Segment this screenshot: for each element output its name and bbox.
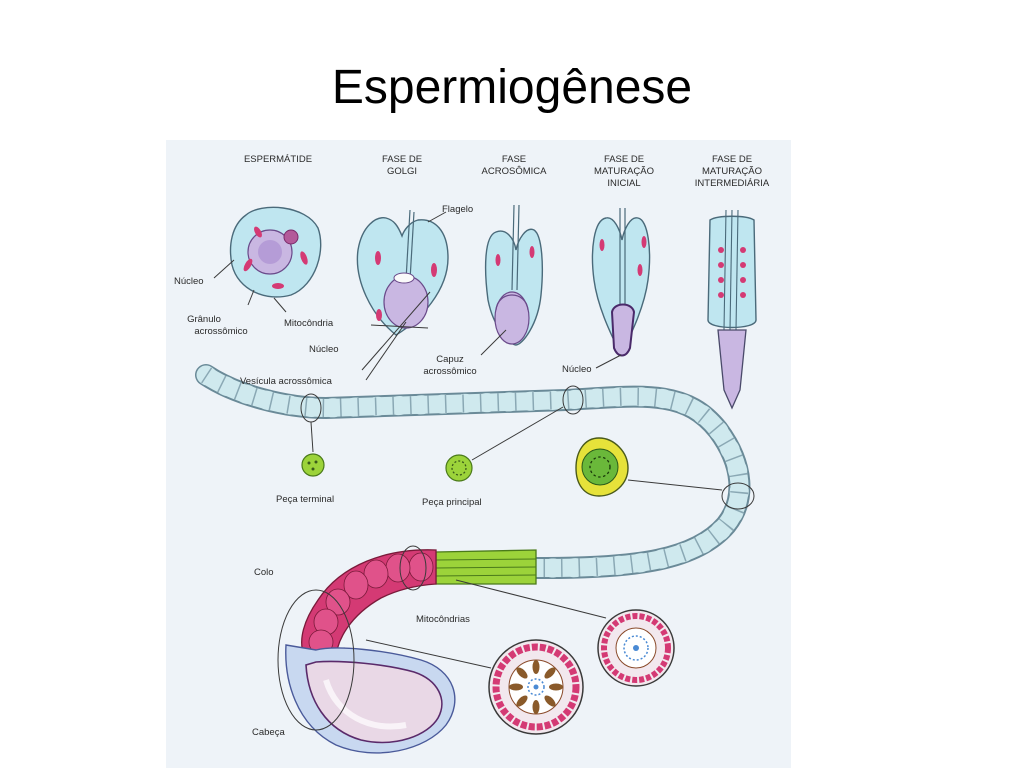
- nucleus: [305, 660, 443, 744]
- svg-text:ACROSÔMICA: ACROSÔMICA: [482, 166, 548, 177]
- nucleus: [610, 303, 636, 357]
- svg-text:Grânulo: Grânulo: [187, 314, 221, 325]
- label-colo: Colo: [254, 567, 274, 578]
- section-terminal: [301, 453, 325, 477]
- section-principal-large: [575, 437, 629, 497]
- header-espermatide: ESPERMÁTIDE: [244, 154, 312, 165]
- header-acrossomica: FASE ACROSÔMICA: [482, 154, 548, 177]
- label-nucleo-3: Núcleo: [562, 364, 592, 375]
- sperm-tail: [195, 364, 751, 579]
- label-vesicula: Vesícula acrossômica: [240, 376, 333, 387]
- nucleus: [494, 291, 530, 345]
- section-midpiece-large: [488, 639, 584, 735]
- svg-text:acrossômico: acrossômico: [194, 326, 247, 337]
- svg-text:FASE DE: FASE DE: [382, 154, 422, 165]
- midpiece: [435, 549, 537, 585]
- svg-text:FASE DE: FASE DE: [712, 154, 752, 165]
- stage-maturacao-intermediaria: [707, 209, 757, 410]
- svg-text:acrossômico: acrossômico: [423, 366, 476, 377]
- slide-title: Espermiogênese: [331, 61, 693, 114]
- stage-maturacao-inicial: [591, 208, 651, 357]
- stage-golgi: [356, 209, 449, 336]
- label-nucleo-1: Núcleo: [174, 276, 204, 287]
- svg-text:INICIAL: INICIAL: [607, 178, 640, 189]
- stage-espermatide: [229, 206, 322, 298]
- acrosomal-granule: [283, 229, 299, 245]
- header-golgi: FASE DE GOLGI: [382, 154, 422, 177]
- label-granulo: Grânulo acrossômico: [187, 314, 248, 337]
- svg-text:GOLGI: GOLGI: [387, 166, 417, 177]
- svg-text:MATURAÇÃO: MATURAÇÃO: [702, 166, 762, 177]
- mitochondrion: [243, 258, 253, 272]
- svg-text:FASE: FASE: [502, 154, 526, 165]
- svg-text:INTERMEDIÁRIA: INTERMEDIÁRIA: [695, 178, 770, 189]
- spermiogenesis-figure: ESPERMÁTIDE FASE DE GOLGI FASE ACROSÔMIC…: [166, 140, 791, 768]
- label-peca-principal: Peça principal: [422, 497, 482, 508]
- label-cabeca: Cabeça: [252, 727, 285, 738]
- acrosomal-vesicle: [393, 272, 415, 284]
- label-flagelo: Flagelo: [442, 204, 473, 215]
- label-nucleo-2: Núcleo: [309, 344, 339, 355]
- section-principal: [445, 454, 473, 482]
- svg-text:FASE DE: FASE DE: [604, 154, 644, 165]
- header-maturacao-inicial: FASE DE MATURAÇÃO INICIAL: [594, 154, 654, 189]
- callouts: [213, 211, 755, 731]
- svg-text:Capuz: Capuz: [436, 354, 464, 365]
- header-maturacao-intermediaria: FASE DE MATURAÇÃO INTERMEDIÁRIA: [695, 154, 770, 189]
- nucleus: [717, 329, 747, 410]
- label-mitocondrias: Mitocôndrias: [416, 614, 470, 625]
- label-peca-terminal: Peça terminal: [276, 494, 334, 505]
- svg-text:MATURAÇÃO: MATURAÇÃO: [594, 166, 654, 177]
- label-capuz: Capuz acrossômico: [423, 354, 476, 377]
- stage-acrossomica: [484, 204, 543, 346]
- label-mitocondria: Mitocôndria: [284, 318, 334, 329]
- sperm-head: [285, 644, 456, 754]
- section-midpiece-small: [597, 609, 675, 687]
